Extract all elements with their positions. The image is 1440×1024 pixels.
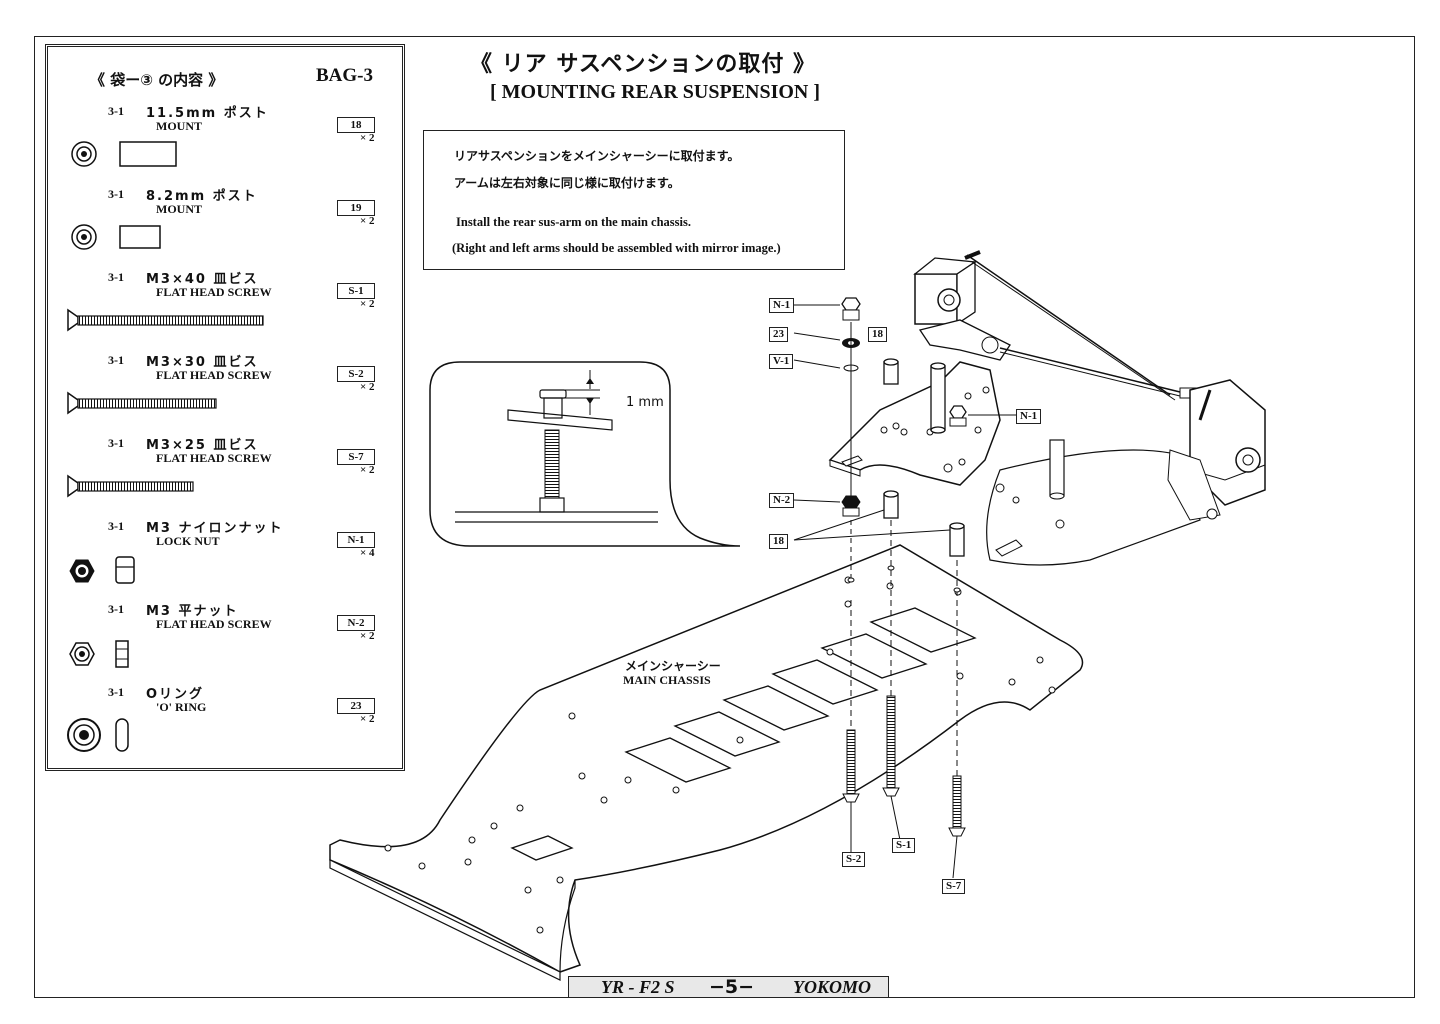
- label-o-ring: 23: [769, 327, 788, 342]
- instruction-en-2: (Right and left arms should be assembled…: [452, 241, 781, 255]
- main-chassis-plate: [329, 544, 1084, 981]
- part-name-jp: M3×40 皿ビス: [146, 272, 259, 287]
- assembly-guide-lines: [793, 304, 1016, 780]
- part-quantity: × 4: [360, 547, 375, 559]
- footer-bar: YR - F2 S −5− YOKOMO: [568, 976, 889, 998]
- flat-nut-icon: [69, 640, 129, 668]
- bag-label: BAG-3: [316, 65, 373, 86]
- instruction-jp-1: リアサスペンションをメインシャーシーに取付ます。: [454, 149, 740, 163]
- post-mount-icon: [71, 224, 161, 250]
- part-item: 3-1 M3×40 皿ビス FLAT HEAD SCREW S-1 × 2: [48, 270, 402, 350]
- post-mount-icon: [71, 141, 177, 167]
- part-name-en: FLAT HEAD SCREW: [156, 368, 272, 382]
- part-code: N-1: [337, 532, 375, 548]
- part-name-en: 'O' RING: [156, 700, 207, 714]
- part-quantity: × 2: [360, 381, 375, 393]
- chassis-label-jp: メインシャーシー: [625, 659, 721, 673]
- part-name-jp: 11.5mm ポスト: [146, 106, 269, 121]
- part-name-jp: M3 平ナット: [146, 604, 239, 619]
- o-ring-icon: [67, 718, 129, 752]
- part-number: 3-1: [108, 353, 124, 367]
- chassis-label-en: MAIN CHASSIS: [623, 673, 711, 687]
- gap-dimension: 1 mm: [626, 395, 664, 410]
- part-code: S-1: [337, 283, 375, 299]
- part-quantity: × 2: [360, 215, 375, 227]
- part-name-en: FLAT HEAD SCREW: [156, 451, 272, 465]
- part-number: 3-1: [108, 519, 124, 533]
- label-n2: N-2: [769, 493, 795, 508]
- section-title-en: [ MOUNTING REAR SUSPENSION ]: [490, 81, 821, 103]
- part-quantity: × 2: [360, 298, 375, 310]
- rear-chassis-section: [986, 439, 1201, 566]
- part-name-jp: M3×30 皿ビス: [146, 355, 259, 370]
- model-name: YR - F2 S: [601, 977, 675, 997]
- part-name-en: MOUNT: [156, 119, 202, 133]
- instruction-box: リアサスペンションをメインシャーシーに取付ます。 アームは左右対象に同じ様に取付…: [423, 130, 845, 270]
- part-item: 3-1 M3×25 皿ビス FLAT HEAD SCREW S-7 × 2: [48, 436, 402, 516]
- part-name-jp: M3×25 皿ビス: [146, 438, 259, 453]
- suspension-hub-assembly: [913, 250, 1266, 521]
- label-post-18: 18: [868, 327, 887, 342]
- page-number: −5−: [709, 976, 755, 998]
- part-name-jp: M3 ナイロンナット: [146, 521, 284, 536]
- bag-title: 《 袋ー③ の内容 》: [90, 71, 224, 89]
- flat-head-screw-icon: [67, 474, 194, 498]
- part-name-en: FLAT HEAD SCREW: [156, 617, 272, 631]
- bag-contents-panel: 《 袋ー③ の内容 》 BAG-3 3-1 11.5mm ポスト MOUNT 1…: [45, 44, 405, 771]
- part-name-jp: 8.2mm ポスト: [146, 189, 258, 204]
- part-code: S-7: [337, 449, 375, 465]
- part-item: 3-1 8.2mm ポスト MOUNT 19 × 2: [48, 187, 402, 267]
- label-v1: V-1: [769, 354, 794, 369]
- screws-under-chassis: [842, 695, 966, 879]
- part-name-jp: Oリング: [146, 687, 205, 702]
- part-number: 3-1: [108, 270, 124, 284]
- flat-head-screw-icon: [67, 391, 217, 415]
- detail-callout: [429, 361, 741, 547]
- part-item: 3-1 11.5mm ポスト MOUNT 18 × 2: [48, 104, 402, 184]
- label-s1: S-1: [892, 838, 916, 853]
- part-item: 3-1 M3 ナイロンナット LOCK NUT N-1 × 4: [48, 519, 402, 599]
- flat-head-screw-icon: [67, 308, 264, 332]
- label-s2: S-2: [842, 852, 866, 867]
- part-name-en: MOUNT: [156, 202, 202, 216]
- part-item: 3-1 M3×30 皿ビス FLAT HEAD SCREW S-2 × 2: [48, 353, 402, 433]
- part-item: 3-1 Oリング 'O' RING 23 × 2: [48, 685, 402, 765]
- hardware-stack: [841, 297, 967, 517]
- part-item: 3-1 M3 平ナット FLAT HEAD SCREW N-2 × 2: [48, 602, 402, 682]
- brand-name: YOKOMO: [793, 977, 872, 997]
- label-s7: S-7: [942, 879, 966, 894]
- instruction-en-1: Install the rear sus-arm on the main cha…: [456, 215, 691, 229]
- label-n1: N-1: [1016, 409, 1042, 424]
- chassis-holes: [847, 565, 961, 593]
- part-quantity: × 2: [360, 464, 375, 476]
- part-number: 3-1: [108, 104, 124, 118]
- part-number: 3-1: [108, 685, 124, 699]
- part-quantity: × 2: [360, 630, 375, 642]
- part-number: 3-1: [108, 602, 124, 616]
- part-number: 3-1: [108, 436, 124, 450]
- part-name-en: FLAT HEAD SCREW: [156, 285, 272, 299]
- part-code: 18: [337, 117, 375, 133]
- part-code: N-2: [337, 615, 375, 631]
- part-code: S-2: [337, 366, 375, 382]
- suspension-arm-plate: [828, 361, 1001, 486]
- part-quantity: × 2: [360, 132, 375, 144]
- section-title-jp: 《 リア サスペンションの取付 》: [470, 52, 816, 77]
- mount-posts: [883, 358, 965, 557]
- part-name-en: LOCK NUT: [156, 534, 220, 548]
- lock-nut-icon: [69, 556, 135, 584]
- part-code: 19: [337, 200, 375, 216]
- part-number: 3-1: [108, 187, 124, 201]
- label-post-18: 18: [769, 534, 788, 549]
- part-code: 23: [337, 698, 375, 714]
- instruction-jp-2: アームは左右対象に同じ様に取付けます。: [454, 176, 680, 190]
- part-quantity: × 2: [360, 713, 375, 725]
- label-n1: N-1: [769, 298, 795, 313]
